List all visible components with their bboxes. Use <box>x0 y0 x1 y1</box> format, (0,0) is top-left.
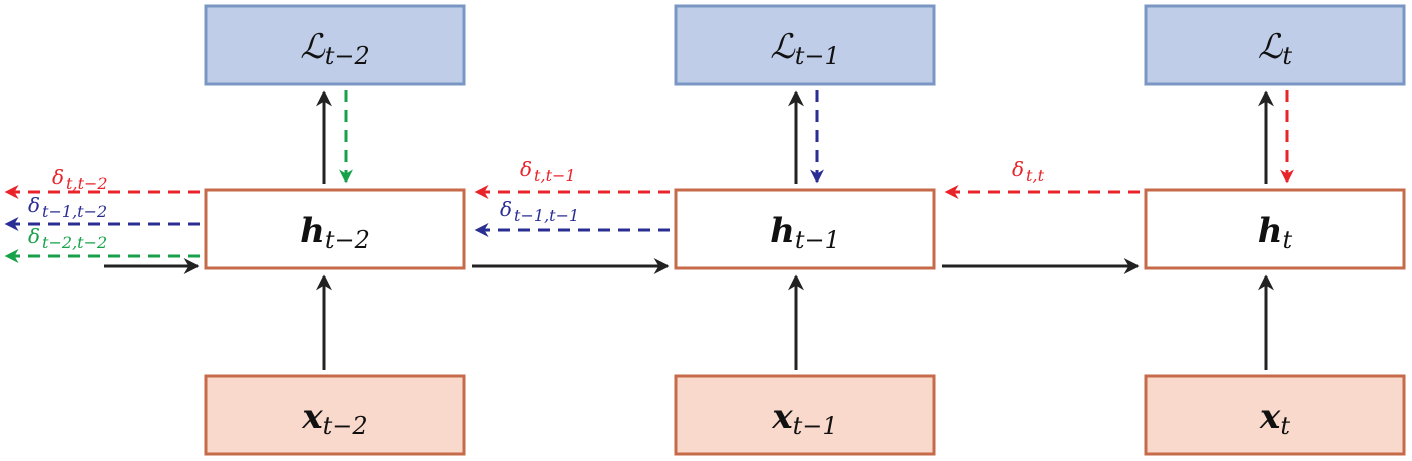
input-node-subscript: t <box>1280 412 1290 440</box>
loss-node-t-minus-1: ℒt−1 <box>674 4 936 86</box>
loss-node-t: ℒt <box>1144 4 1406 86</box>
delta-subscript: t,t <box>1026 166 1045 185</box>
delta-symbol: δ <box>520 157 532 181</box>
hidden-node-subscript: t <box>1283 226 1293 254</box>
delta-subscript: t,t−2 <box>66 174 108 193</box>
svg-text:ht: ht <box>1258 211 1293 254</box>
svg-text:ℒt: ℒt <box>1258 27 1293 70</box>
loss-node-label: ℒ <box>1258 27 1284 67</box>
delta-subscript: t−1,t−1 <box>514 206 579 225</box>
hidden-node-subscript: t−2 <box>325 226 370 254</box>
input-node-label: x <box>1259 397 1281 437</box>
loss-node-subscript: t−1 <box>795 42 840 70</box>
hidden-node-label: h <box>300 211 325 251</box>
delta-symbol: δ <box>1012 157 1024 181</box>
delta-subscript: t−1,t−2 <box>42 202 107 221</box>
loss-node-label: ℒ <box>300 27 326 67</box>
svg-text:ht−2: ht−2 <box>300 211 370 254</box>
svg-text:xt: xt <box>1259 397 1290 440</box>
delta-symbol: δ <box>52 165 64 189</box>
input-node-t-minus-2: xt−2 <box>204 374 466 456</box>
loss-node-subscript: t <box>1282 42 1292 70</box>
delta-symbol: δ <box>500 197 512 221</box>
svg-text:ℒt−1: ℒt−1 <box>770 27 840 70</box>
loss-node-label: ℒ <box>770 27 796 67</box>
delta-subscript: t,t−1 <box>534 166 576 185</box>
delta-subscript: t−2,t−2 <box>42 233 107 252</box>
input-node-subscript: t−1 <box>793 412 838 440</box>
input-node-t: xt <box>1144 374 1406 456</box>
input-node-label: x <box>771 397 793 437</box>
svg-text:xt−2: xt−2 <box>301 397 367 440</box>
loss-node-t-minus-2: ℒt−2 <box>204 4 466 86</box>
input-node-label: x <box>301 397 323 437</box>
input-node-subscript: t−2 <box>323 412 368 440</box>
loss-node-subscript: t−2 <box>325 42 370 70</box>
hidden-node-t: ht <box>1144 188 1406 270</box>
hidden-node-label: h <box>770 211 795 251</box>
hidden-node-subscript: t−1 <box>795 226 840 254</box>
hidden-node-label: h <box>1258 211 1283 251</box>
delta-symbol: δ <box>28 193 40 217</box>
delta-symbol: δ <box>28 224 40 248</box>
svg-text:ℒt−2: ℒt−2 <box>300 27 370 70</box>
input-node-t-minus-1: xt−1 <box>674 374 936 456</box>
hidden-node-t-minus-1: ht−1 <box>674 188 936 270</box>
svg-text:xt−1: xt−1 <box>771 397 837 440</box>
svg-text:ht−1: ht−1 <box>770 211 840 254</box>
hidden-node-t-minus-2: ht−2 <box>204 188 466 270</box>
